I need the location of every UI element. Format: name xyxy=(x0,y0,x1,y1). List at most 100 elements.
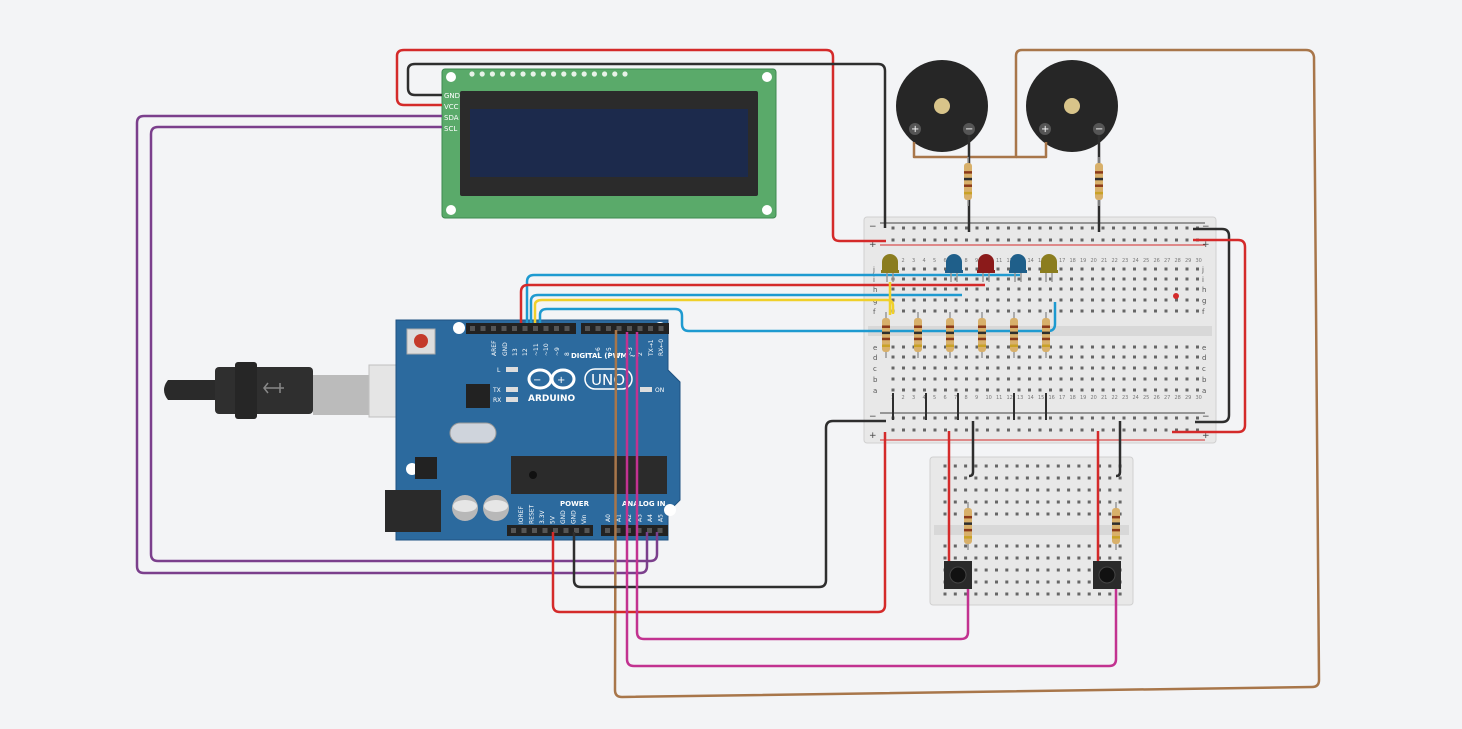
reset-button[interactable] xyxy=(414,334,428,348)
buzzer-1-plus: + xyxy=(911,124,919,135)
resistor[interactable] xyxy=(964,502,972,550)
column-number: 22 xyxy=(1112,258,1118,264)
wire-magenta-btn2[interactable] xyxy=(625,332,1118,668)
column-number: 27 xyxy=(1164,395,1170,401)
wire-black-gnd-arduino[interactable] xyxy=(572,419,886,589)
column-number: 6 xyxy=(944,258,947,264)
column-number: 27 xyxy=(1164,258,1170,264)
resistor[interactable] xyxy=(964,157,972,206)
led-yellow-2[interactable] xyxy=(1040,254,1058,282)
row-letter: a xyxy=(1202,387,1206,395)
row-letter: c xyxy=(873,365,877,373)
resistor[interactable] xyxy=(1112,502,1120,550)
lcd-pin-gnd: GND xyxy=(444,92,460,100)
column-number: 14 xyxy=(1028,258,1034,264)
resistor[interactable] xyxy=(882,312,890,358)
probe-dot xyxy=(1173,293,1179,299)
row-letter: d xyxy=(873,354,877,362)
column-number: 25 xyxy=(1143,258,1149,264)
wire-brown-buzzer2[interactable] xyxy=(1016,142,1048,159)
analog-pin-label: A5 xyxy=(658,514,665,522)
wire-purple-scl[interactable] xyxy=(149,125,659,563)
column-number: 17 xyxy=(1059,395,1065,401)
analog-pin-label: A2 xyxy=(626,514,633,522)
column-number: 25 xyxy=(1143,395,1149,401)
column-number: 17 xyxy=(1059,258,1065,264)
wire-red-right-rail[interactable] xyxy=(1172,238,1247,434)
column-number: 12 xyxy=(1007,395,1013,401)
digital-header-label: DIGITAL (PWM ~) xyxy=(571,352,639,360)
column-number: 28 xyxy=(1175,395,1181,401)
power-header-label: POWER xyxy=(560,500,590,508)
column-number: 2 xyxy=(902,258,905,264)
column-number: 29 xyxy=(1185,395,1191,401)
rail-minus-label: − xyxy=(869,222,877,232)
wire-purple-sda[interactable] xyxy=(135,114,649,575)
led-red[interactable] xyxy=(977,254,995,282)
column-number: 29 xyxy=(1185,258,1191,264)
row-letter: b xyxy=(1202,376,1207,384)
wire-blue-long[interactable] xyxy=(538,302,1057,333)
power-pin-label: Vin xyxy=(581,514,588,524)
buzzer-1[interactable]: + − xyxy=(896,60,988,152)
resistor[interactable] xyxy=(946,312,954,358)
resistor[interactable] xyxy=(914,312,922,358)
power-jack xyxy=(385,490,441,532)
wire-red-led[interactable] xyxy=(519,283,985,323)
wire-black-btn1[interactable] xyxy=(968,421,975,478)
row-letter: e xyxy=(1202,344,1206,352)
analog-pin-label: A3 xyxy=(637,514,644,522)
wire-red-lcd-vcc[interactable] xyxy=(395,48,886,243)
buzzer-2[interactable]: + − xyxy=(1026,60,1118,152)
small-breadboard[interactable] xyxy=(929,456,1134,606)
power-pin-label: IOREF xyxy=(518,506,525,524)
arduino-led-labels: L TX RX ON xyxy=(492,367,664,404)
resistor[interactable] xyxy=(978,312,986,358)
resistor[interactable] xyxy=(1042,312,1050,358)
column-number: 12 xyxy=(1007,258,1013,264)
wire-black-right-rail[interactable] xyxy=(1193,227,1231,424)
wire-brown-buzzer[interactable] xyxy=(613,48,1321,699)
column-number: 8 xyxy=(965,395,968,401)
buzzer-1-minus: − xyxy=(965,124,973,135)
lcd-module[interactable]: GND VCC SDA SCL xyxy=(441,68,777,219)
column-number: 28 xyxy=(1175,258,1181,264)
rail-minus-label-bottom: − xyxy=(869,412,877,422)
digital-pin-label: ~3 xyxy=(627,347,634,356)
column-number: 3 xyxy=(912,258,915,264)
rail-plus-label: + xyxy=(869,240,877,250)
digital-pin-label: 12 xyxy=(522,348,529,356)
column-number: 11 xyxy=(996,258,1002,264)
column-number: 30 xyxy=(1196,395,1202,401)
resistor[interactable] xyxy=(1010,312,1018,358)
column-number: 23 xyxy=(1122,258,1128,264)
buzzer-2-plus: + xyxy=(1041,124,1049,135)
wire-black-btn2[interactable] xyxy=(1115,421,1122,478)
analog-pin-label: A0 xyxy=(605,514,612,522)
resistor[interactable] xyxy=(1095,157,1103,206)
wires[interactable] xyxy=(135,48,1321,699)
wire-yellow-led[interactable] xyxy=(533,298,895,323)
led-blue-2[interactable] xyxy=(1009,254,1027,282)
arduino-uno-board[interactable]: − + ARDUINO UNO DIGITAL (PWM ~) POWER AN… xyxy=(385,319,681,541)
column-number: 8 xyxy=(965,258,968,264)
push-button-1[interactable] xyxy=(944,561,972,589)
digital-pin-label: RX←0 xyxy=(658,339,665,356)
lcd-screen xyxy=(470,109,748,177)
digital-pin-label: ~9 xyxy=(554,347,561,356)
push-button-2[interactable] xyxy=(1093,561,1121,589)
led-yellow-1[interactable] xyxy=(881,254,899,282)
wire-blue-led-2[interactable] xyxy=(529,293,962,323)
row-letter: d xyxy=(1202,354,1206,362)
column-number: 13 xyxy=(1017,395,1023,401)
wire-red-5v[interactable] xyxy=(551,432,887,614)
wire-blue-led-1[interactable] xyxy=(525,273,1020,323)
row-letter: f xyxy=(873,308,876,316)
row-letter: g xyxy=(1202,297,1206,305)
led-blue-1[interactable] xyxy=(945,254,963,282)
wire-magenta-btn1[interactable] xyxy=(635,332,970,641)
wire-black-lcd-gnd[interactable] xyxy=(406,62,887,228)
digital-pin-label: ~11 xyxy=(533,343,540,356)
column-number: 6 xyxy=(944,395,947,401)
